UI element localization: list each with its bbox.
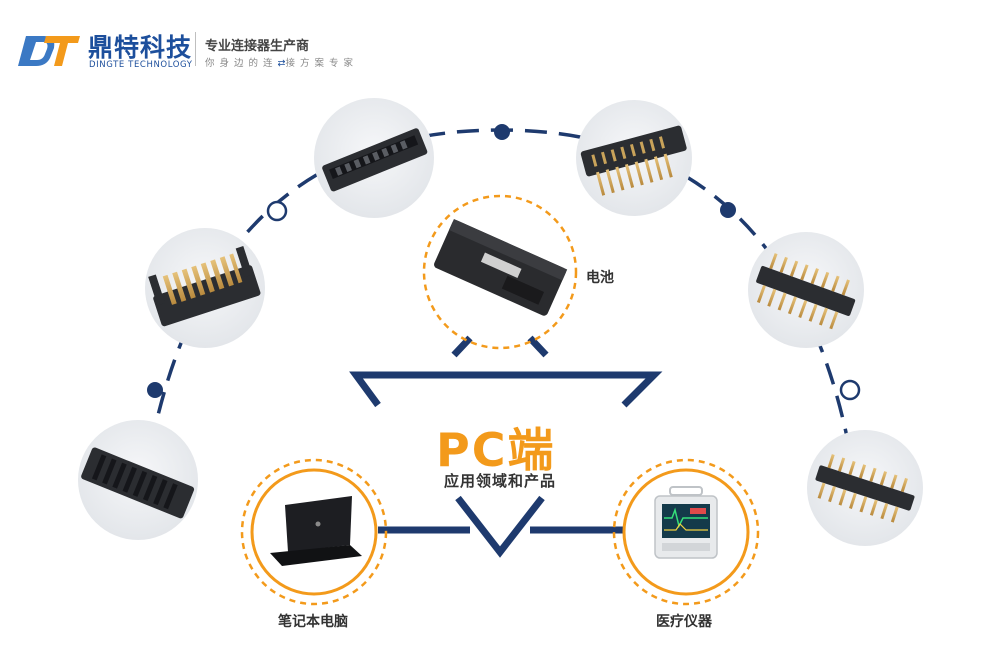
slogan-main: 专业连接器生产商 xyxy=(205,39,310,54)
connect-arrow-icon: ⇄ xyxy=(277,58,286,69)
connector-bubble-3 xyxy=(145,228,265,348)
connector-bubble-2 xyxy=(576,100,692,216)
connector-bubble-1 xyxy=(314,98,434,218)
app-label-battery: 电池 xyxy=(586,270,614,286)
app-label-laptop: 笔记本电脑 xyxy=(278,614,348,630)
app-label-medical: 医疗仪器 xyxy=(656,614,712,630)
arc-dot-hollow xyxy=(266,200,288,222)
brand-name-cn: 鼎特科技 xyxy=(88,33,193,62)
battery-bubble xyxy=(422,194,578,350)
connector-bubble-6 xyxy=(807,430,923,546)
slogan-sub: 你身边的连⇄接方案专家 xyxy=(205,55,358,69)
center-subtitle: 应用领域和产品 xyxy=(444,472,557,490)
brand-name-en: DINGTE TECHNOLOGY xyxy=(89,60,193,70)
arc-dot-filled xyxy=(494,124,510,140)
arc-dot-filled xyxy=(147,382,163,398)
monitor-bubble xyxy=(612,458,760,606)
arc-dot-hollow xyxy=(839,379,861,401)
center-title: PC端 xyxy=(436,423,556,477)
arc-dot-filled xyxy=(720,202,736,218)
header-divider xyxy=(195,32,196,66)
laptop-bubble xyxy=(240,458,388,606)
connector-bubble-5 xyxy=(78,420,198,540)
central-frame xyxy=(349,335,663,558)
connector-bubble-4 xyxy=(748,232,864,348)
dingte-logo-icon xyxy=(16,34,82,72)
slogan-sub-right: 接方案专家 xyxy=(285,58,358,69)
slogan-sub-left: 你身边的连 xyxy=(205,58,278,69)
